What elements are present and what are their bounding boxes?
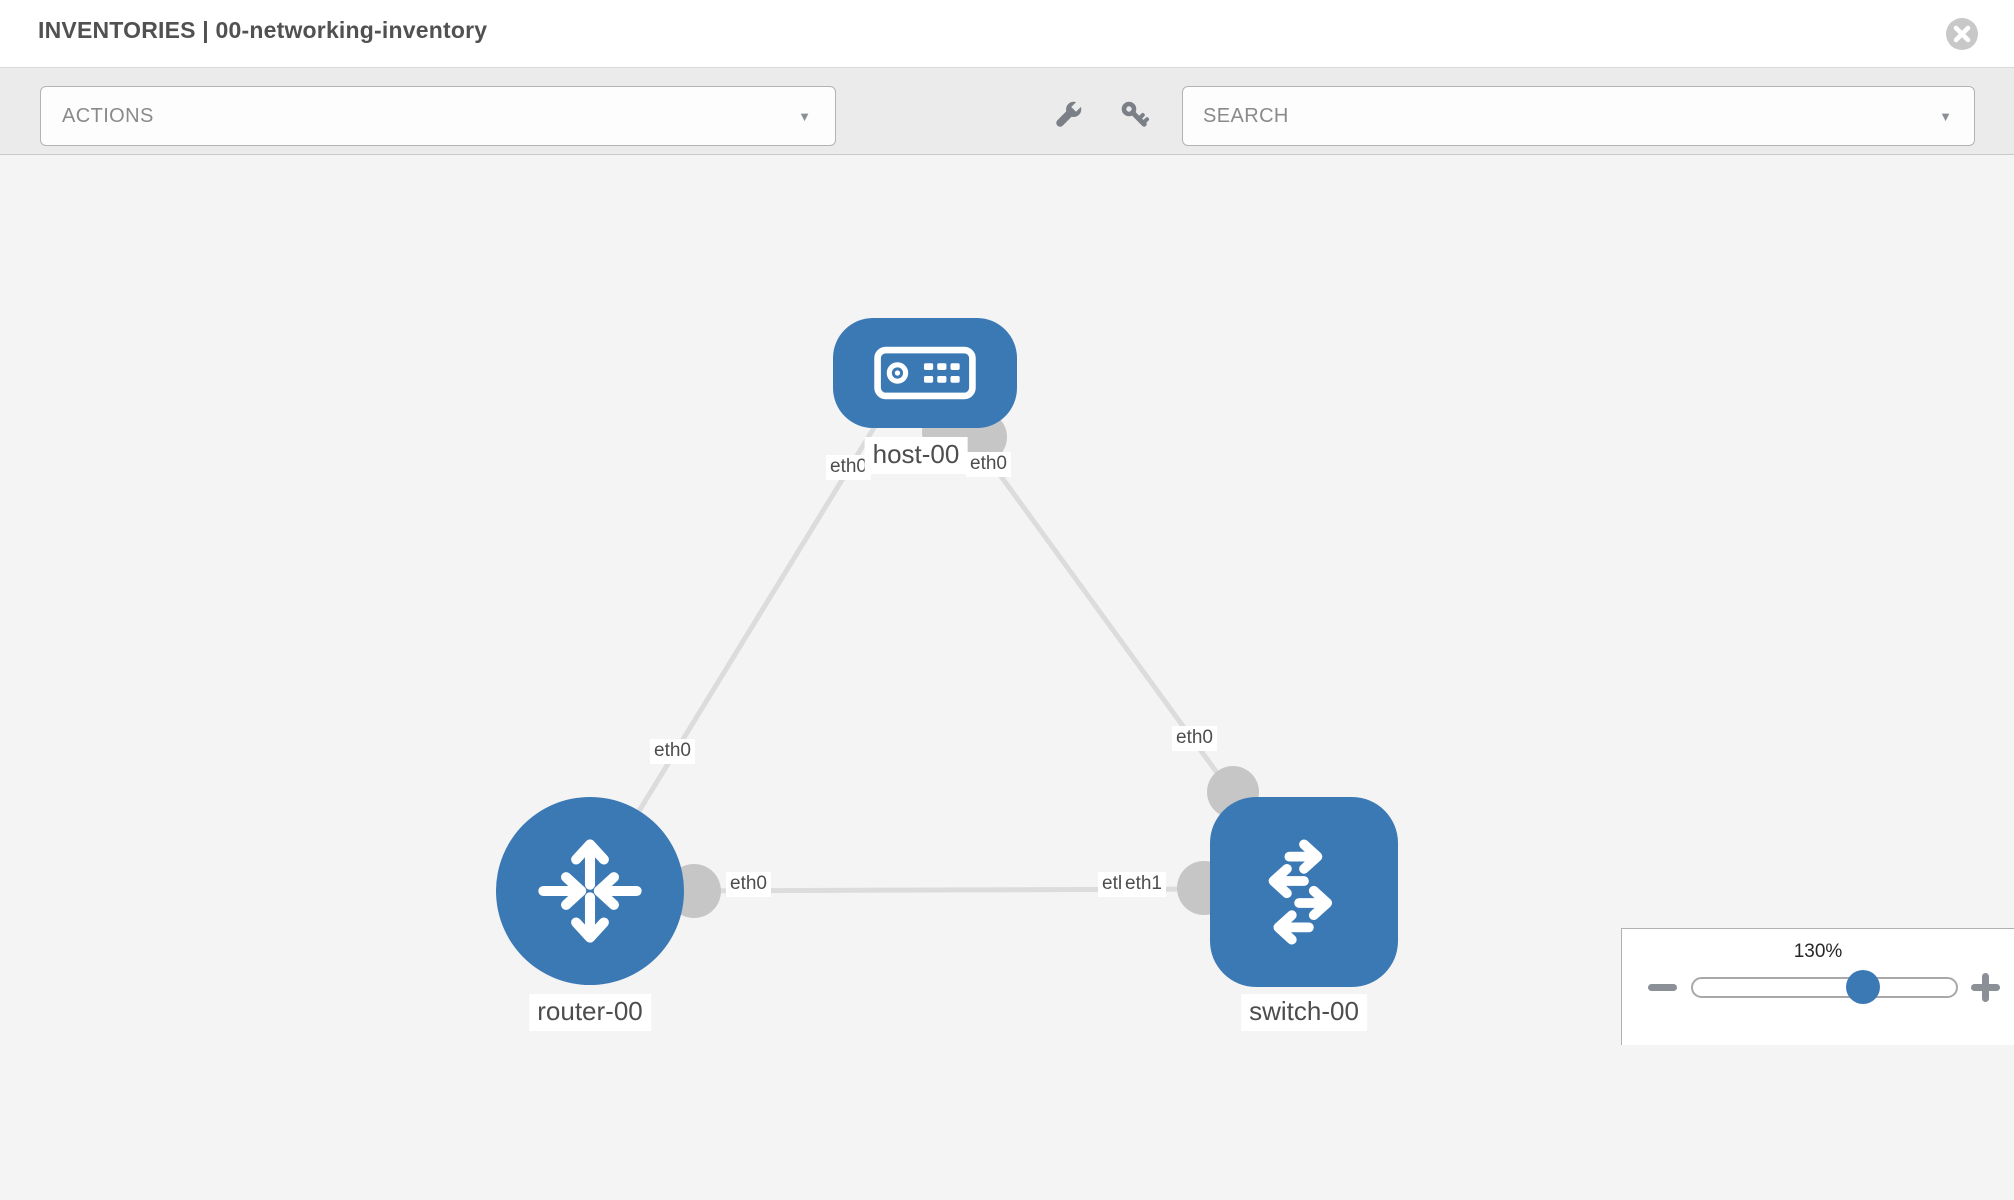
node-label-host-00: host-00 bbox=[864, 437, 968, 474]
link-host-switch[interactable] bbox=[957, 418, 1258, 827]
page-title: INVENTORIES | 00-networking-inventory bbox=[38, 17, 488, 43]
zoom-slider-handle[interactable] bbox=[1846, 970, 1880, 1004]
iface-label-switch-eth1: eth1 bbox=[1121, 872, 1166, 897]
zoom-slider-track[interactable] bbox=[1691, 977, 1958, 998]
actions-dropdown[interactable]: ACTIONS ▼ bbox=[40, 86, 836, 146]
switch-arrows-icon bbox=[1268, 839, 1333, 945]
server-icon bbox=[874, 346, 976, 400]
toolbar: ACTIONS ▼ SEARCH bbox=[0, 68, 2014, 155]
iface-label-switch-eth0: eth0 bbox=[1172, 726, 1217, 751]
zoom-in-button[interactable] bbox=[1971, 973, 2000, 1002]
router-arrows-icon bbox=[538, 839, 642, 943]
node-router-00[interactable] bbox=[496, 797, 684, 985]
configure-button[interactable] bbox=[1051, 98, 1085, 132]
search-dropdown[interactable]: SEARCH ▼ bbox=[1182, 86, 1975, 146]
actions-dropdown-label: ACTIONS bbox=[62, 104, 154, 127]
chevron-down-icon: ▼ bbox=[798, 108, 811, 124]
key-icon bbox=[1121, 101, 1150, 127]
node-switch-00[interactable] bbox=[1210, 797, 1398, 987]
credentials-button[interactable] bbox=[1118, 98, 1152, 132]
node-label-switch-00: switch-00 bbox=[1241, 994, 1367, 1031]
zoom-out-button[interactable] bbox=[1648, 984, 1677, 991]
iface-label-router-eth0: eth0 bbox=[726, 872, 771, 897]
zoom-level-value: 130% bbox=[1793, 941, 1843, 962]
wrench-icon bbox=[1056, 100, 1083, 127]
close-button[interactable] bbox=[1945, 17, 1979, 51]
header: INVENTORIES | 00-networking-inventory bbox=[0, 0, 2014, 68]
close-icon bbox=[1946, 18, 1978, 50]
iface-label-host-eth0-switch-link: eth0 bbox=[966, 452, 1011, 477]
chevron-down-icon: ▼ bbox=[1939, 108, 1952, 124]
iface-label-host-eth0: eth0 bbox=[826, 455, 871, 480]
node-label-router-00: router-00 bbox=[529, 994, 651, 1031]
node-host-00[interactable] bbox=[833, 318, 1017, 428]
search-dropdown-label: SEARCH bbox=[1203, 104, 1289, 127]
iface-label-router-eth0-host-link: eth0 bbox=[650, 739, 695, 764]
